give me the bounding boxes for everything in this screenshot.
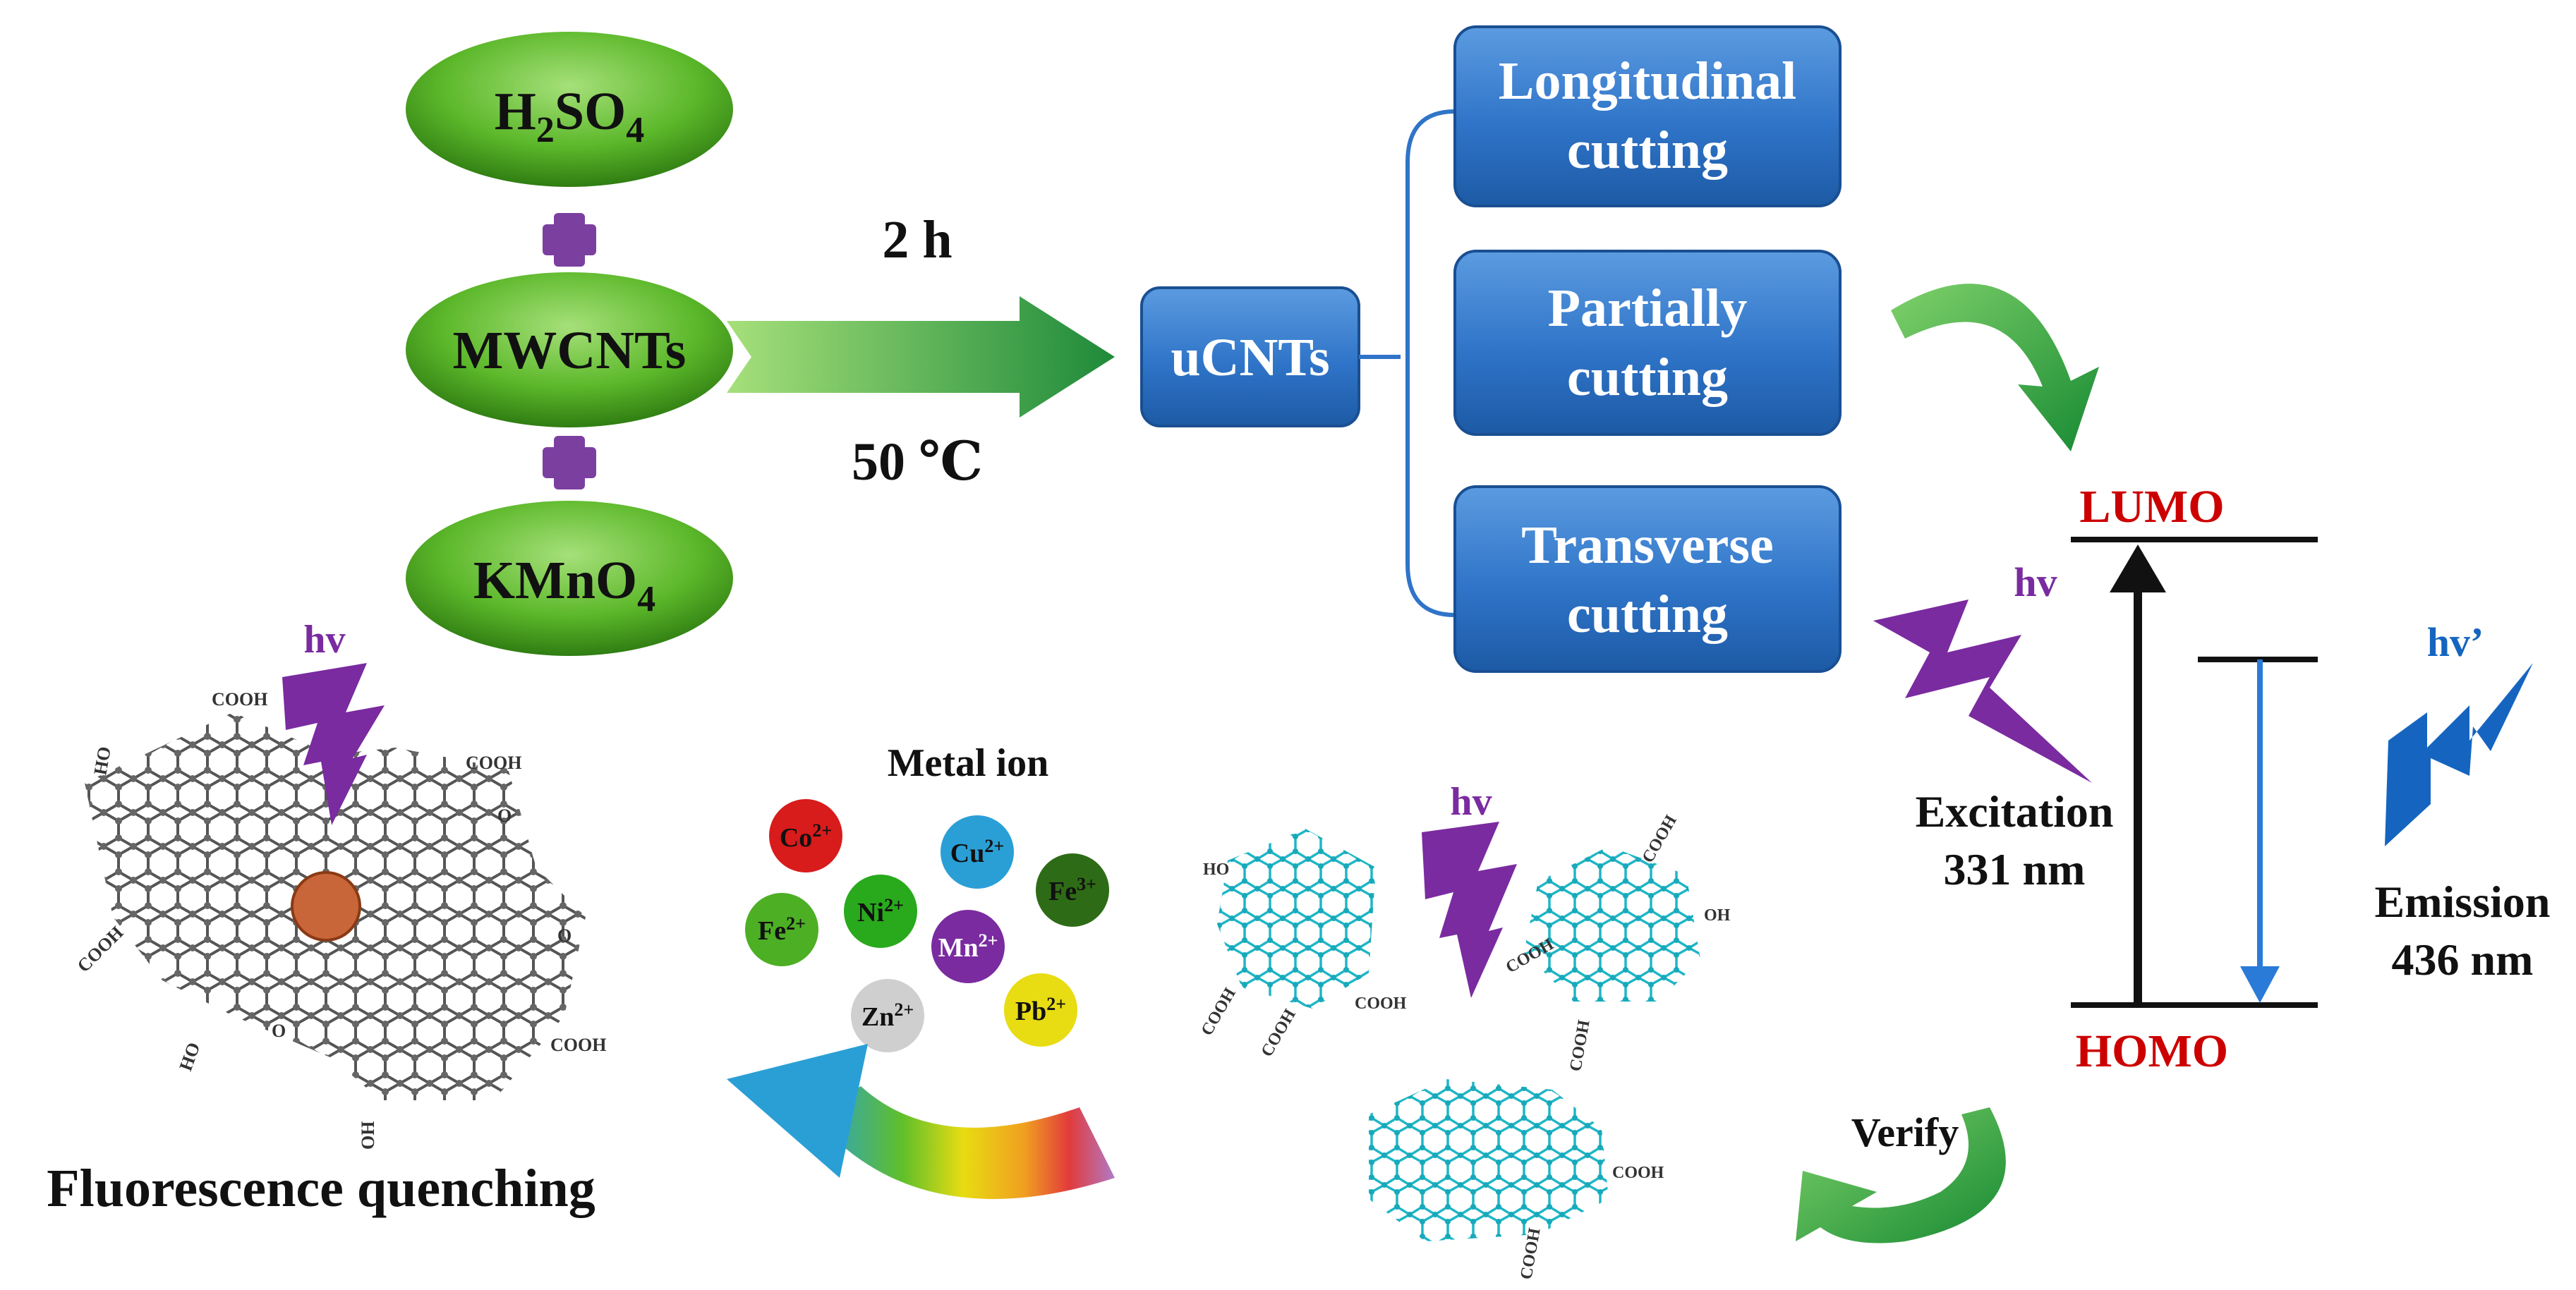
product-box: uCNTs xyxy=(1140,286,1360,427)
detection-hv: hv xyxy=(1450,780,1492,824)
svg-text:Partially: Partially xyxy=(1548,279,1748,338)
svg-text:COOH: COOH xyxy=(1566,1018,1593,1073)
svg-text:HO: HO xyxy=(90,745,115,777)
svg-text:cutting: cutting xyxy=(1567,348,1728,407)
lightning-blue-icon xyxy=(2385,663,2533,846)
metal-ion-co: Co2+ xyxy=(769,799,842,872)
svg-text:Pb2+: Pb2+ xyxy=(1015,994,1066,1026)
lightning-purple-icon xyxy=(1422,822,1517,998)
svg-text:COOH: COOH xyxy=(1612,1164,1664,1182)
svg-text:Fe2+: Fe2+ xyxy=(758,913,806,946)
quenching-hv: hv xyxy=(303,618,345,662)
svg-text:COOH: COOH xyxy=(1639,812,1681,866)
excitation-arrowhead xyxy=(2110,544,2166,592)
svg-text:COOH: COOH xyxy=(1355,994,1407,1013)
homo-label: HOMO xyxy=(2076,1026,2228,1077)
svg-text:OH: OH xyxy=(1704,906,1731,925)
svg-text:O: O xyxy=(272,1021,286,1041)
svg-text:Zn2+: Zn2+ xyxy=(861,999,914,1032)
reaction-temperature: 50 ℃ xyxy=(852,432,983,492)
reagent-h2so4: H2SO4 xyxy=(406,32,733,187)
svg-text:Longitudinal: Longitudinal xyxy=(1499,51,1796,111)
lumo-label: LUMO xyxy=(2079,481,2224,533)
graphene-fluorescent-sheet-3: COOH COOH COOH xyxy=(1369,1018,1664,1281)
svg-text:Transverse: Transverse xyxy=(1521,516,1773,575)
svg-text:COOH: COOH xyxy=(1258,1006,1300,1060)
graphene-fluorescent-sheet-1: HO COOH COOH COOH xyxy=(1198,829,1407,1060)
metal-ion-zn: Zn2+ xyxy=(851,979,924,1052)
graphene-fluorescent-sheet-2: COOH COOH OH xyxy=(1503,812,1731,1002)
quenching-caption: Fluorescence quenching xyxy=(47,1159,595,1218)
emission-wavelength: 436 nm xyxy=(2392,935,2534,985)
curved-arrow-to-levels xyxy=(1891,284,2099,451)
svg-text:COOH: COOH xyxy=(212,689,267,710)
cutting-box-longitudinal: Longitudinal cutting xyxy=(1453,25,1842,207)
svg-text:uCNTs: uCNTs xyxy=(1171,328,1329,387)
rainbow-arrow-icon xyxy=(727,1044,1115,1199)
metal-ion-cu: Cu2+ xyxy=(941,815,1014,889)
reaction-arrow xyxy=(727,296,1115,418)
cutting-box-partially: Partially cutting xyxy=(1453,250,1842,436)
branch-bracket xyxy=(1359,109,1456,617)
metal-ion-pb: Pb2+ xyxy=(1004,973,1077,1047)
svg-text:Mn2+: Mn2+ xyxy=(938,930,998,963)
plus-icon xyxy=(543,213,596,267)
svg-text:Fe3+: Fe3+ xyxy=(1048,874,1096,906)
svg-text:COOH: COOH xyxy=(1198,985,1240,1039)
svg-text:Cu2+: Cu2+ xyxy=(950,836,1004,868)
curved-arrow-verify xyxy=(1796,1107,2006,1243)
metal-ion-fe3: Fe3+ xyxy=(1036,853,1109,927)
verify-label: Verify xyxy=(1851,1109,1959,1155)
metal-ion-cluster: Co2+ Cu2+ Fe3+ Fe2+ Ni2+ Mn2+ Zn2+ Pb2+ xyxy=(745,799,1109,1052)
reagent-mwcnts: MWCNTs xyxy=(406,272,733,427)
svg-text:Co2+: Co2+ xyxy=(780,820,832,853)
reagent-kmno4: KMnO4 xyxy=(406,501,733,656)
metal-ion-mn: Mn2+ xyxy=(931,910,1005,983)
metal-ion-title: Metal ion xyxy=(888,741,1049,785)
svg-text:COOH: COOH xyxy=(73,923,128,977)
excitation-hv: hv xyxy=(2014,559,2057,605)
lightning-purple-icon xyxy=(282,663,385,825)
svg-text:KMnO4: KMnO4 xyxy=(473,551,655,619)
excitation-label: Excitation xyxy=(1916,786,2114,836)
svg-text:COOH: COOH xyxy=(550,1035,606,1055)
svg-text:O: O xyxy=(557,925,572,946)
svg-text:MWCNTs: MWCNTs xyxy=(453,321,687,380)
emission-arrowhead xyxy=(2240,966,2280,1003)
svg-text:HO: HO xyxy=(1203,860,1229,879)
svg-text:cutting: cutting xyxy=(1567,585,1728,644)
metal-ion-ni: Ni2+ xyxy=(844,875,917,948)
emission-hv: hv’ xyxy=(2427,619,2484,665)
svg-text:H2SO4: H2SO4 xyxy=(495,82,645,150)
excitation-wavelength: 331 nm xyxy=(1944,844,2086,894)
svg-text:cutting: cutting xyxy=(1567,121,1728,180)
metal-ion-fe2: Fe2+ xyxy=(745,893,818,966)
energy-level-diagram: LUMO HOMO xyxy=(2071,481,2318,1077)
svg-text:OH: OH xyxy=(358,1121,378,1150)
plus-icon xyxy=(543,436,596,489)
reaction-time: 2 h xyxy=(882,210,952,269)
cutting-box-transverse: Transverse cutting xyxy=(1453,485,1842,673)
svg-text:Ni2+: Ni2+ xyxy=(857,895,904,927)
svg-text:O: O xyxy=(497,805,512,826)
metal-ion-bound xyxy=(291,871,361,942)
lightning-purple-icon xyxy=(1873,600,2092,783)
svg-text:COOH: COOH xyxy=(466,753,521,773)
svg-text:HO: HO xyxy=(175,1040,204,1073)
emission-label: Emission xyxy=(2375,877,2551,927)
